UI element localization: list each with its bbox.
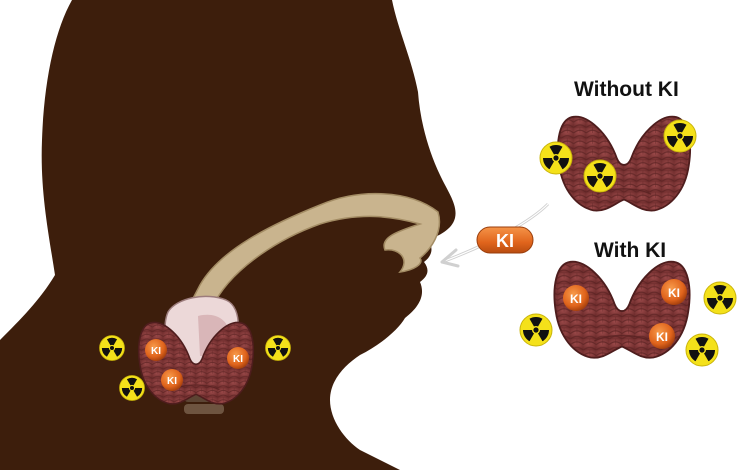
radiation-icon: [539, 141, 573, 175]
ki-badge-icon: KI: [661, 279, 687, 305]
radiation-icon: [703, 281, 737, 315]
radiation-icon: [99, 335, 125, 361]
ki-pill: KI: [476, 226, 534, 254]
ki-badge-icon: KI: [227, 347, 249, 369]
ki-badge-icon: KI: [649, 323, 675, 349]
svg-text:KI: KI: [570, 292, 582, 306]
ki-badge-icon: KI: [145, 339, 167, 361]
ki-badge-icon: KI: [161, 369, 183, 391]
ki-badge-icon: KI: [563, 285, 589, 311]
svg-text:KI: KI: [496, 231, 514, 251]
radiation-icon: [265, 335, 291, 361]
radiation-icon: [685, 333, 719, 367]
svg-text:KI: KI: [151, 346, 161, 357]
radiation-icon: [119, 375, 145, 401]
with-ki-badges: KI KI KI: [563, 279, 687, 349]
svg-text:KI: KI: [233, 354, 243, 365]
svg-text:KI: KI: [668, 286, 680, 300]
radiation-icon: [583, 159, 617, 193]
neck-ki-badges: KI KI KI: [145, 339, 249, 391]
radiation-icon: [663, 119, 697, 153]
with-ki-label: With KI: [594, 239, 667, 262]
svg-text:KI: KI: [656, 330, 668, 344]
svg-text:KI: KI: [167, 376, 177, 387]
radiation-icon: [519, 313, 553, 347]
without-ki-label: Without KI: [574, 78, 679, 101]
